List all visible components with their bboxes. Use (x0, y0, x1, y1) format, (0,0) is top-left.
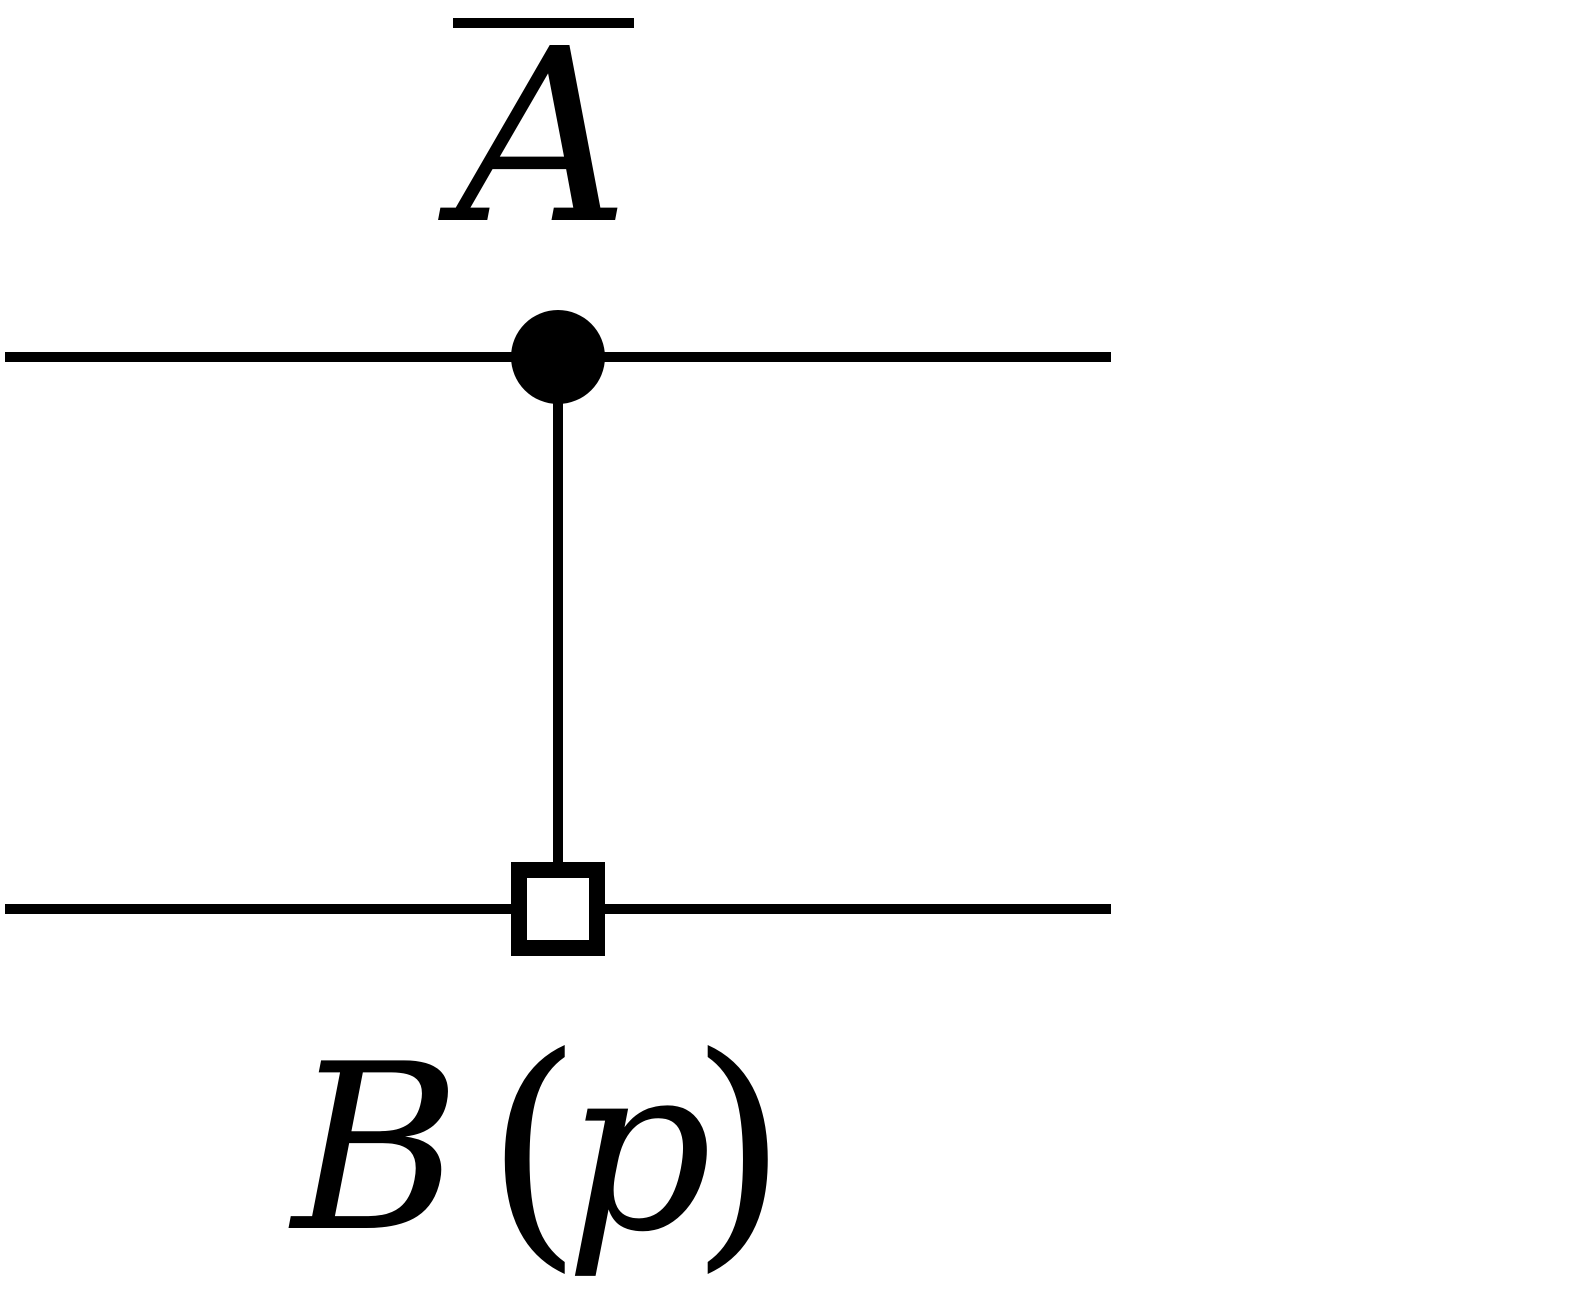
target-label-open-paren: ( (485, 1003, 583, 1294)
target-box (511, 862, 605, 956)
target-label: B ( p ) (288, 1003, 788, 1294)
control-label: A (437, 0, 634, 277)
control-label-symbol: A (437, 0, 629, 277)
control-dot (511, 310, 605, 404)
target-label-gate: B (288, 1016, 461, 1283)
target-label-argument: p (565, 1016, 712, 1283)
target-label-close-paren: ) (690, 1003, 788, 1294)
